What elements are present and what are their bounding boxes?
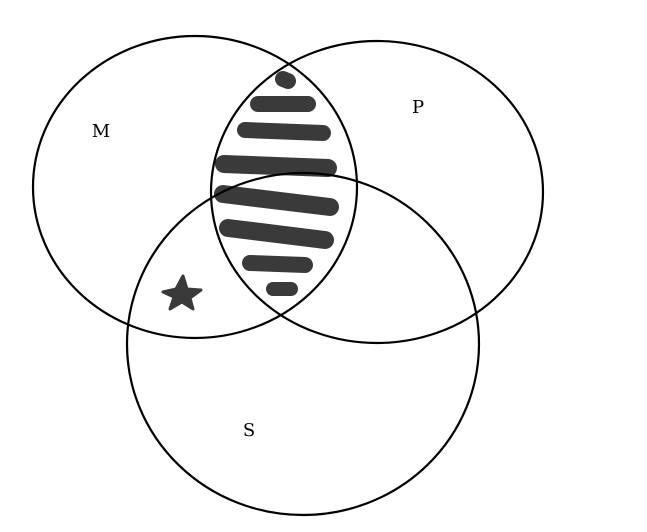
star-marker-icon <box>161 274 203 311</box>
set-label-s: S <box>243 420 255 441</box>
set-label-m: M <box>92 121 110 142</box>
set-label-p: P <box>412 97 424 118</box>
circle-p <box>209 39 545 345</box>
circle-s <box>125 171 481 517</box>
circle-m <box>31 34 359 340</box>
shaded-region-m-and-p <box>214 71 339 296</box>
